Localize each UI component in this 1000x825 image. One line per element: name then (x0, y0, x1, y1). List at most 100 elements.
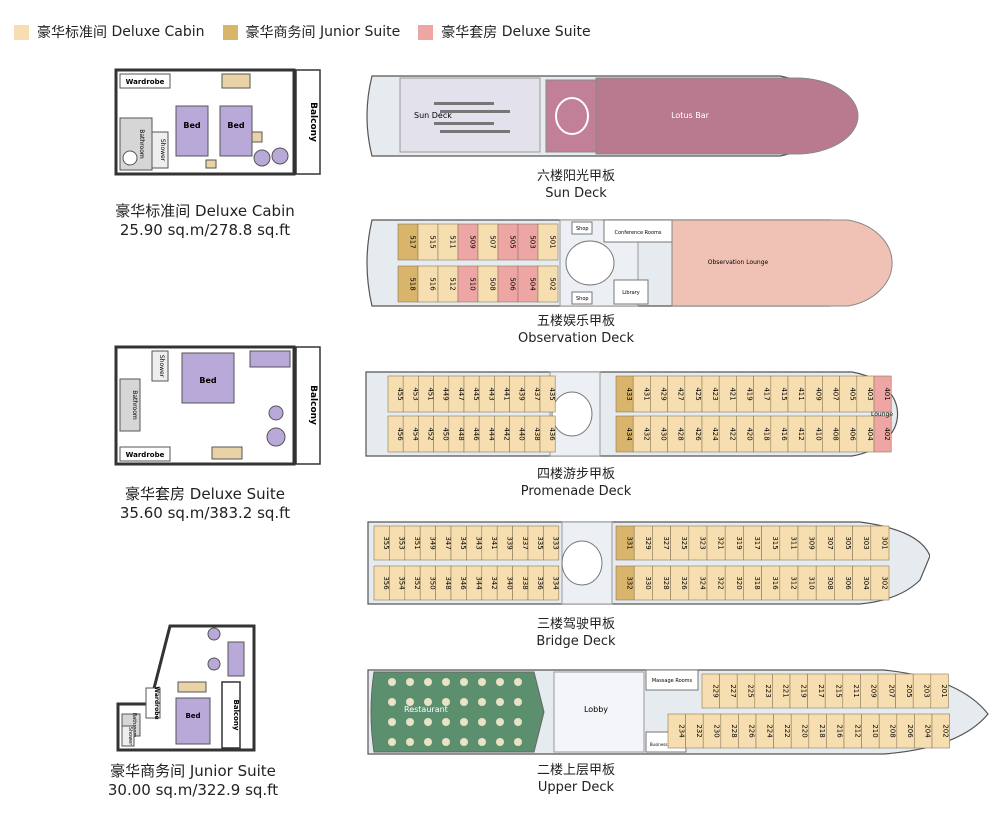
table-icon (406, 698, 414, 706)
cabin-number: 334 (552, 576, 560, 590)
cabin-number: 326 (680, 576, 688, 590)
cabin-number: 330 (644, 576, 652, 589)
cabin-number: 506 (509, 277, 517, 291)
cabin-number: 412 (797, 427, 805, 440)
cabin-number: 403 (866, 387, 874, 400)
library-label: Library (622, 290, 640, 296)
cabin-number: 223 (764, 684, 772, 697)
cabin-number: 411 (797, 387, 805, 400)
legend-zh: 豪华商务间 (245, 25, 316, 41)
upper-deck-caption: 二楼上层甲板 Upper Deck (476, 762, 676, 796)
deck-name-en: Upper Deck (537, 780, 615, 795)
upper-deck-plan: Restaurant Lobby Massage Rooms Business … (367, 669, 989, 755)
cabin-number: 209 (870, 684, 878, 697)
table-icon (406, 678, 414, 686)
cabin-number: 433 (625, 387, 633, 400)
table-icon (496, 678, 504, 686)
cabin-number: 306 (844, 576, 852, 590)
table-icon (514, 698, 522, 706)
room-title: 豪华标准间 Deluxe Cabin (115, 202, 295, 220)
table-icon (478, 698, 486, 706)
cabin-number: 426 (694, 427, 702, 441)
legend-en: Deluxe Cabin (111, 24, 205, 40)
cabin-number: 512 (449, 277, 457, 290)
deck-name-en: Promenade Deck (520, 484, 632, 499)
cabin-number: 453 (411, 387, 419, 400)
cabin-number: 446 (472, 427, 480, 441)
cabin-number: 230 (713, 724, 721, 737)
table-icon (424, 678, 432, 686)
deck-name-zh: 六楼阳光甲板 (536, 169, 615, 184)
table-icon (442, 678, 450, 686)
cabin-number: 504 (529, 277, 537, 291)
legend-item-deluxe-cabin: 豪华标准间 Deluxe Cabin (14, 22, 205, 42)
observation-deck-caption: 五楼娱乐甲板 Observation Deck (476, 313, 676, 347)
cabin-number: 324 (698, 576, 706, 590)
cabin-number: 410 (814, 427, 822, 440)
cabin-number: 430 (660, 427, 668, 440)
cabin-number: 511 (449, 235, 457, 248)
table-icon (478, 738, 486, 746)
cabin-number: 340 (505, 576, 513, 589)
lobby-label: Lobby (584, 705, 608, 714)
shower-label: Shower (127, 727, 133, 747)
cabin-number: 208 (889, 724, 897, 737)
cabin-number: 516 (429, 277, 437, 291)
cabin-number: 338 (521, 576, 529, 589)
cabin-number: 328 (662, 576, 670, 589)
deluxe-cabin-caption: 豪华标准间 Deluxe Cabin 25.90 sq.m/278.8 sq.f… (100, 202, 310, 240)
cabin-number: 323 (698, 536, 706, 549)
observation-lounge-label: Observation Lounge (708, 259, 769, 266)
cabin-number: 416 (780, 427, 788, 441)
cabin-number: 212 (853, 724, 861, 737)
cabin-number: 310 (808, 576, 816, 589)
cabin-number: 456 (396, 427, 404, 441)
table-icon (388, 698, 396, 706)
cabin-number: 220 (801, 724, 809, 737)
cabin-number: 510 (469, 277, 477, 290)
cabin-number: 417 (763, 387, 771, 400)
table-icon (460, 718, 468, 726)
cabin-number: 420 (746, 427, 754, 440)
table-icon (460, 738, 468, 746)
cabin-number: 355 (382, 536, 390, 549)
legend-swatch (222, 24, 238, 40)
deck-name-zh: 三楼驾驶甲板 (536, 617, 615, 632)
table-icon (388, 678, 396, 686)
sun-deck-label: Sun Deck (414, 111, 452, 120)
cabin-number: 346 (459, 576, 467, 590)
cabin-number: 225 (747, 684, 755, 697)
cabin-number: 216 (836, 724, 844, 738)
cabin-number: 218 (818, 724, 826, 737)
cabin-number: 331 (626, 536, 634, 549)
cabin-number: 444 (487, 427, 495, 441)
sun-deck-caption: 六楼阳光甲板 Sun Deck (476, 168, 676, 202)
table-icon (406, 718, 414, 726)
legend-en: Junior Suite (319, 24, 401, 40)
cabin-402 (873, 415, 892, 453)
cabin-333 (543, 525, 560, 561)
sun-loungers (434, 102, 510, 133)
cabin-number: 203 (923, 684, 931, 697)
bridge-deck-caption: 三楼驾驶甲板 Bridge Deck (476, 616, 676, 650)
cabin-number: 319 (735, 536, 743, 549)
deluxe-suite-caption: 豪华套房 Deluxe Suite 35.60 sq.m/383.2 sq.ft (100, 485, 310, 523)
table-icon (424, 698, 432, 706)
cabin-number: 435 (548, 387, 556, 400)
table-icon (478, 718, 486, 726)
cabin-number: 518 (409, 277, 417, 290)
cabin-number: 437 (533, 387, 541, 400)
cabin-number: 217 (817, 684, 825, 697)
table-icon (496, 738, 504, 746)
cabin-number: 337 (521, 536, 529, 549)
cabin-number: 448 (457, 427, 465, 440)
restaurant-tables (388, 678, 522, 746)
balcony-label: Balcony (232, 700, 240, 731)
cabin-number: 443 (487, 387, 495, 400)
cabin-number: 507 (489, 235, 497, 248)
cabin-number: 441 (503, 387, 511, 400)
table-icon (388, 738, 396, 746)
